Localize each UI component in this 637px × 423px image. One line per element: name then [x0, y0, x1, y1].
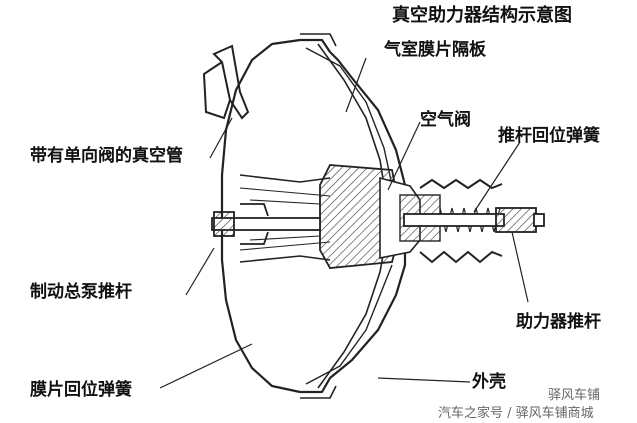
label-push-rod-return-spring: 推杆回位弹簧 — [498, 126, 600, 146]
label-diaphragm-return-spring: 膜片回位弹簧 — [30, 380, 132, 400]
label-shell: 外壳 — [472, 372, 506, 392]
label-diaphragm-partition: 气室膜片隔板 — [384, 40, 486, 60]
label-booster-push-rod: 助力器推杆 — [516, 312, 601, 332]
master-cylinder-rod — [211, 203, 321, 245]
booster-push-rod — [403, 207, 545, 233]
watermark-source: 汽车之家号 / 驿风车铺商城 — [438, 406, 594, 421]
diaphragm-return-spring — [239, 187, 331, 251]
label-master-cylinder-push-rod: 制动总泵推杆 — [30, 282, 132, 302]
watermark-badge: 驿风车铺 — [548, 388, 601, 403]
label-air-valve: 空气阀 — [420, 110, 471, 130]
diagram-title: 真空助力器结构示意图 — [392, 5, 572, 26]
label-vacuum-pipe: 带有单向阀的真空管 — [30, 146, 183, 166]
leader-lines — [159, 57, 529, 389]
valve-body — [319, 164, 441, 269]
vacuum-pipe — [202, 44, 250, 120]
